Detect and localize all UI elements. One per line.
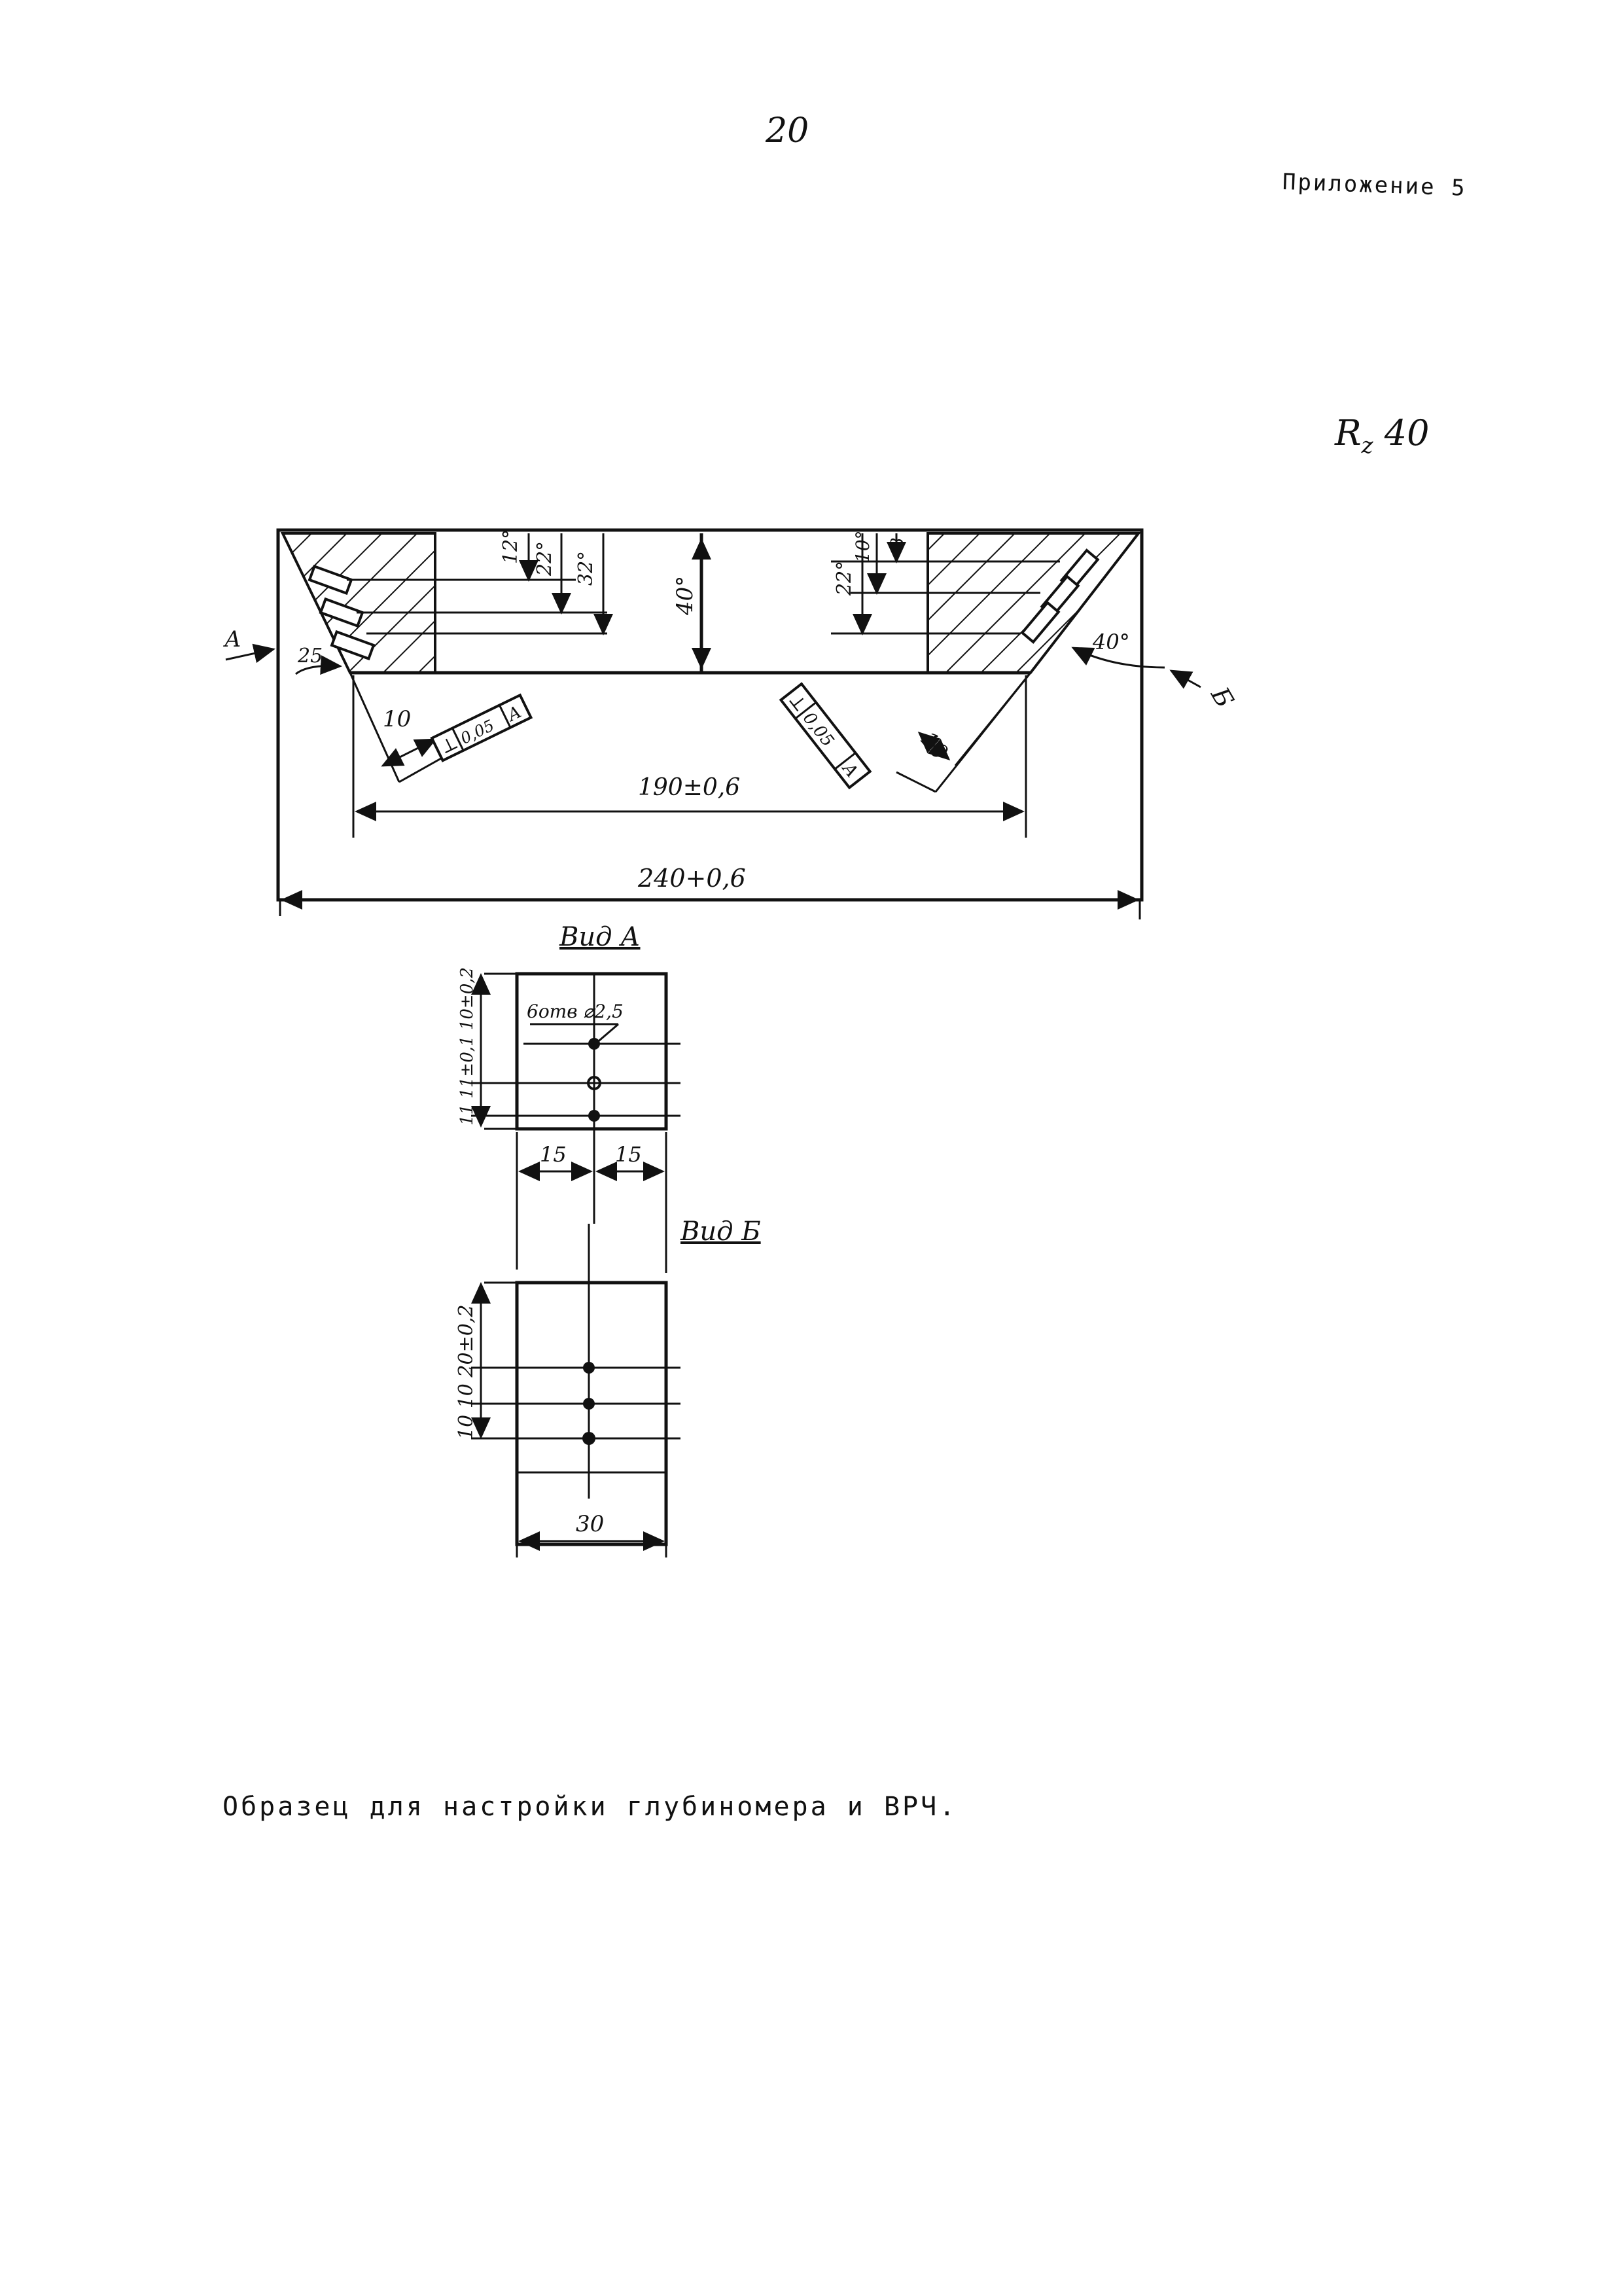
hole-length-left: 10 <box>383 706 411 732</box>
view-a-outline <box>515 972 668 1131</box>
view-a-hole-note: 6отв ⌀2,5 <box>527 1001 624 1022</box>
view-a: Вид А 6отв ⌀2,5 11 11±0,1 10±0,2 15 15 <box>457 922 680 1273</box>
view-b: Вид Б 10 10 20±0,2 30 <box>455 1217 761 1557</box>
view-b-outline <box>515 1281 668 1546</box>
depth-dim-right-2: 10° <box>852 530 874 563</box>
roughness-symbol: R <box>1335 412 1362 454</box>
bottom-width-dim: 190±0,6 <box>638 774 740 801</box>
tolerance-frame-left: ⊥ 0,05 А <box>430 693 533 762</box>
view-a-width-left: 15 <box>540 1142 567 1167</box>
angle-right: 40° <box>1092 630 1130 654</box>
depth-dim-left-2: 22° <box>533 541 556 577</box>
overall-width-dim: 240+0,6 <box>637 864 746 893</box>
page-number: 20 <box>766 111 809 151</box>
roughness-value: 40 <box>1384 412 1430 454</box>
main-section-view: 12° 22° 32° 40° 22° 10° 8 А Б 25 40° 10 … <box>223 528 1240 919</box>
view-b-side-dims: 10 10 20±0,2 <box>455 1305 478 1440</box>
depth-dim-left-3: 32° <box>574 551 597 586</box>
view-marker-b: Б <box>1205 682 1240 713</box>
depth-dim-left-1: 12° <box>499 529 522 564</box>
view-a-side-dims: 11 11±0,1 10±0,2 <box>457 967 477 1126</box>
tolerance-frame-right: ⊥ 0,05 А <box>779 682 872 790</box>
roughness-subscript: z <box>1361 432 1373 459</box>
view-b-title: Вид Б <box>680 1217 761 1247</box>
view-a-width-right: 15 <box>615 1142 642 1167</box>
view-b-width: 30 <box>576 1511 604 1537</box>
depth-dim-center: 40° <box>672 576 698 616</box>
depth-dim-right-3: 8 <box>888 537 908 548</box>
roughness-mark: Rz 40 <box>1335 412 1429 459</box>
view-marker-a: А <box>223 626 241 652</box>
left-drill-holes <box>308 564 607 661</box>
depth-dim-right-1: 22° <box>833 561 856 596</box>
view-a-title: Вид А <box>559 922 641 952</box>
drawing-caption: Образец для настройки глубиномера и ВРЧ. <box>222 1792 958 1822</box>
angle-left: 25 <box>297 645 323 667</box>
